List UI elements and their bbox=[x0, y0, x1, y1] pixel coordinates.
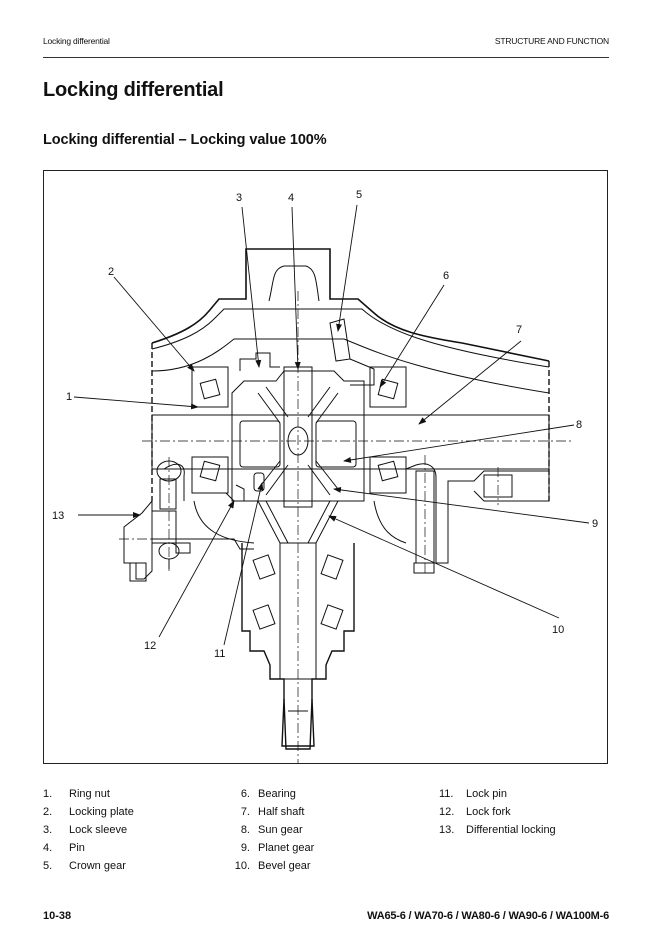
callout-4: 4 bbox=[288, 192, 294, 204]
legend-item: 2. Locking plate bbox=[43, 803, 134, 821]
center-lines bbox=[119, 291, 574, 763]
leader-6 bbox=[379, 284, 445, 388]
leader-3 bbox=[241, 206, 262, 368]
parts-legend-column-2: 6. Bearing 7. Half shaft 8. Sun gear 9. Plan… bbox=[227, 785, 315, 875]
legend-label: Half shaft bbox=[258, 806, 305, 818]
legend-label: Locking plate bbox=[69, 806, 134, 818]
legend-number: 8. bbox=[240, 824, 250, 836]
legend-number: 11. bbox=[439, 788, 454, 800]
leader-8 bbox=[343, 424, 575, 463]
legend-item: 6. Bearing bbox=[227, 785, 314, 803]
differential-cross-section-figure: 1 2 3 4 5 6 7 8 9 10 11 12 13 bbox=[43, 170, 608, 764]
leader-5 bbox=[336, 204, 358, 332]
legend-item: 4. Pin bbox=[43, 839, 134, 857]
legend-number: 5. bbox=[43, 860, 53, 872]
page-title: Locking differential bbox=[43, 79, 224, 101]
legend-item: 10. Bevel gear bbox=[227, 857, 314, 875]
legend-item: 1. Ring nut bbox=[43, 785, 134, 803]
leader-9 bbox=[333, 486, 590, 524]
callout-11: 11 bbox=[214, 648, 225, 660]
callout-8: 8 bbox=[576, 419, 582, 431]
legend-label: Crown gear bbox=[69, 860, 126, 872]
leader-7 bbox=[418, 340, 522, 425]
legend-item: 9. Planet gear bbox=[227, 839, 314, 857]
legend-label: Bevel gear bbox=[258, 860, 311, 872]
callout-labels: 1 2 3 4 5 6 7 8 9 10 11 12 13 bbox=[52, 189, 598, 660]
leader-1 bbox=[73, 396, 199, 410]
legend-label: Lock pin bbox=[466, 788, 507, 800]
legend-item: 5. Crown gear bbox=[43, 857, 134, 875]
legend-number: 9. bbox=[240, 842, 250, 854]
running-header-section: Locking differential bbox=[43, 36, 110, 46]
legend-label: Differential locking bbox=[466, 824, 556, 836]
legend-item: 13. Differential locking bbox=[439, 821, 556, 839]
figure-title: Locking differential – Locking value 100… bbox=[43, 132, 327, 148]
callout-10: 10 bbox=[552, 624, 564, 636]
callout-2: 2 bbox=[108, 266, 114, 278]
leader-2 bbox=[113, 276, 195, 372]
legend-number: 6. bbox=[240, 788, 250, 800]
callout-9: 9 bbox=[592, 518, 598, 530]
callout-7: 7 bbox=[516, 324, 522, 336]
legend-number: 1. bbox=[43, 788, 53, 800]
legend-number: 4. bbox=[43, 842, 53, 854]
leader-11 bbox=[223, 482, 264, 646]
legend-label: Planet gear bbox=[258, 842, 315, 854]
legend-label: Bearing bbox=[258, 788, 296, 800]
model-list: WA65-6 / WA70-6 / WA80-6 / WA90-6 / WA10… bbox=[367, 910, 609, 922]
legend-label: Lock fork bbox=[466, 806, 511, 818]
legend-item: 3. Lock sleeve bbox=[43, 821, 134, 839]
differential-drawing: 1 2 3 4 5 6 7 8 9 10 11 12 13 bbox=[52, 189, 598, 763]
running-header-chapter: STRUCTURE AND FUNCTION bbox=[494, 36, 609, 46]
legend-number: 2. bbox=[43, 806, 53, 818]
callout-1: 1 bbox=[66, 391, 72, 403]
leader-10 bbox=[328, 515, 560, 619]
callout-6: 6 bbox=[443, 270, 449, 282]
callout-12: 12 bbox=[144, 640, 156, 652]
legend-number: 12. bbox=[439, 806, 455, 818]
leader-4 bbox=[291, 206, 301, 370]
leader-lines bbox=[73, 204, 590, 646]
legend-label: Ring nut bbox=[69, 788, 110, 800]
page-number: 10-38 bbox=[43, 910, 72, 922]
legend-item: 8. Sun gear bbox=[227, 821, 314, 839]
housing-outline bbox=[123, 248, 550, 750]
legend-number: 10. bbox=[234, 860, 250, 872]
legend-label: Sun gear bbox=[258, 824, 303, 836]
legend-number: 7. bbox=[240, 806, 250, 818]
legend-label: Lock sleeve bbox=[69, 824, 128, 836]
callout-13: 13 bbox=[52, 510, 64, 522]
legend-number: 13. bbox=[439, 824, 455, 836]
legend-item: 11. Lock pin bbox=[439, 785, 556, 803]
callout-5: 5 bbox=[356, 189, 362, 201]
callout-3: 3 bbox=[236, 192, 242, 204]
legend-item: 12. Lock fork bbox=[439, 803, 556, 821]
header-divider bbox=[43, 57, 609, 58]
legend-label: Pin bbox=[69, 842, 85, 854]
legend-item: 7. Half shaft bbox=[227, 803, 314, 821]
parts-legend-column-1: 1. Ring nut 2. Locking plate 3. Lock sleeve… bbox=[43, 785, 134, 875]
leader-12 bbox=[158, 500, 235, 638]
legend-number: 3. bbox=[43, 824, 53, 836]
parts-legend-column-3: 11. Lock pin 12. Lock fork 13. Differential… bbox=[439, 785, 556, 839]
